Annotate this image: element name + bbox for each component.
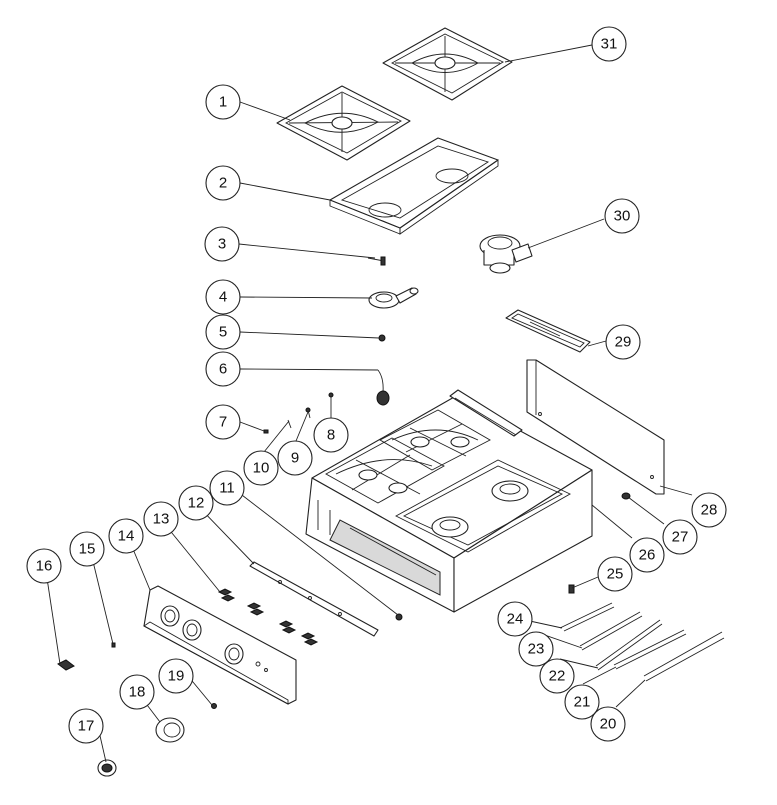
cooktop-body <box>305 389 593 613</box>
part-31-grate <box>382 27 513 101</box>
part-8-pin <box>328 392 334 405</box>
part-25-connector <box>568 584 575 594</box>
svg-text:18: 18 <box>129 684 146 701</box>
callout-4: 4 <box>205 279 241 315</box>
svg-text:31: 31 <box>601 36 618 53</box>
callout-29: 29 <box>605 324 641 360</box>
part-6-thermocouple <box>376 369 390 406</box>
part-3-pin <box>367 256 386 266</box>
part-21-rod <box>613 629 687 670</box>
part-16-igniter <box>57 659 75 671</box>
svg-text:30: 30 <box>614 208 631 225</box>
svg-text:12: 12 <box>188 495 205 512</box>
callout-2: 2 <box>205 165 241 201</box>
part-20-rod <box>643 631 725 682</box>
svg-text:25: 25 <box>607 566 624 583</box>
callout-21: 21 <box>564 684 600 720</box>
part-29-burner-rail <box>505 309 591 353</box>
part-24-rod <box>559 602 615 632</box>
part-2-drip-tray <box>329 137 499 235</box>
callout-31: 31 <box>591 26 627 62</box>
callouts: 1 2 3 4 5 6 7 8 9 10 11 12 13 14 15 16 1… <box>26 26 727 744</box>
callout-3: 3 <box>204 226 240 262</box>
svg-text:13: 13 <box>153 511 170 528</box>
callout-10: 10 <box>243 450 279 486</box>
callout-26: 26 <box>629 537 665 573</box>
callout-15: 15 <box>69 531 105 567</box>
svg-text:22: 22 <box>549 668 566 685</box>
callout-16: 16 <box>26 548 62 584</box>
part-23-rod <box>579 611 643 651</box>
callout-25: 25 <box>597 556 633 592</box>
svg-text:4: 4 <box>219 289 227 306</box>
callout-27: 27 <box>662 519 698 555</box>
callout-6: 6 <box>205 351 241 387</box>
callout-19: 19 <box>158 658 194 694</box>
callout-20: 20 <box>590 706 626 742</box>
part-17-knob <box>97 759 117 777</box>
callout-13: 13 <box>143 501 179 537</box>
part-19-screw <box>211 703 217 709</box>
callout-7: 7 <box>205 404 241 440</box>
svg-text:2: 2 <box>219 175 227 192</box>
svg-text:1: 1 <box>219 94 227 111</box>
svg-text:7: 7 <box>219 414 227 431</box>
callout-24: 24 <box>497 601 533 637</box>
part-13-valves <box>217 588 319 646</box>
svg-text:20: 20 <box>600 716 617 733</box>
callout-11: 11 <box>209 470 245 506</box>
part-30-burner <box>479 234 533 274</box>
svg-text:9: 9 <box>291 450 299 467</box>
svg-text:11: 11 <box>219 480 235 497</box>
part-22-rod <box>595 619 663 671</box>
svg-text:17: 17 <box>78 718 95 735</box>
part-11-screw <box>395 613 403 621</box>
callout-28: 28 <box>691 492 727 528</box>
callout-8: 8 <box>313 417 349 453</box>
part-7-screw <box>263 429 269 434</box>
part-18-bezel <box>155 717 185 743</box>
part-14-control-panel <box>143 585 297 705</box>
callout-1: 1 <box>205 84 241 120</box>
svg-text:10: 10 <box>253 460 270 477</box>
svg-text:24: 24 <box>507 611 524 628</box>
part-4-burner <box>368 287 419 309</box>
callout-14: 14 <box>108 518 144 554</box>
callout-9: 9 <box>277 440 313 476</box>
part-12-trim-bar <box>249 561 379 637</box>
svg-text:23: 23 <box>528 641 545 658</box>
svg-text:5: 5 <box>219 324 227 341</box>
callout-18: 18 <box>119 674 155 710</box>
callout-23: 23 <box>518 631 554 667</box>
svg-text:16: 16 <box>36 558 53 575</box>
callout-12: 12 <box>178 485 214 521</box>
part-1-grate <box>276 85 411 161</box>
leader-lines <box>44 44 693 763</box>
svg-text:26: 26 <box>639 547 656 564</box>
svg-text:6: 6 <box>219 361 227 378</box>
svg-text:15: 15 <box>79 541 96 558</box>
callout-30: 30 <box>604 198 640 234</box>
callout-17: 17 <box>68 708 104 744</box>
part-28-back-panel <box>526 359 665 495</box>
svg-text:29: 29 <box>615 334 632 351</box>
svg-text:28: 28 <box>701 502 718 519</box>
svg-text:27: 27 <box>672 529 689 546</box>
callout-22: 22 <box>539 658 575 694</box>
svg-text:19: 19 <box>168 668 185 685</box>
part-15-screw <box>111 642 116 648</box>
callout-5: 5 <box>205 314 241 350</box>
svg-text:21: 21 <box>574 694 591 711</box>
svg-text:8: 8 <box>327 427 335 444</box>
svg-text:3: 3 <box>218 236 226 253</box>
svg-text:14: 14 <box>118 528 135 545</box>
part-5-nozzle <box>378 334 386 342</box>
